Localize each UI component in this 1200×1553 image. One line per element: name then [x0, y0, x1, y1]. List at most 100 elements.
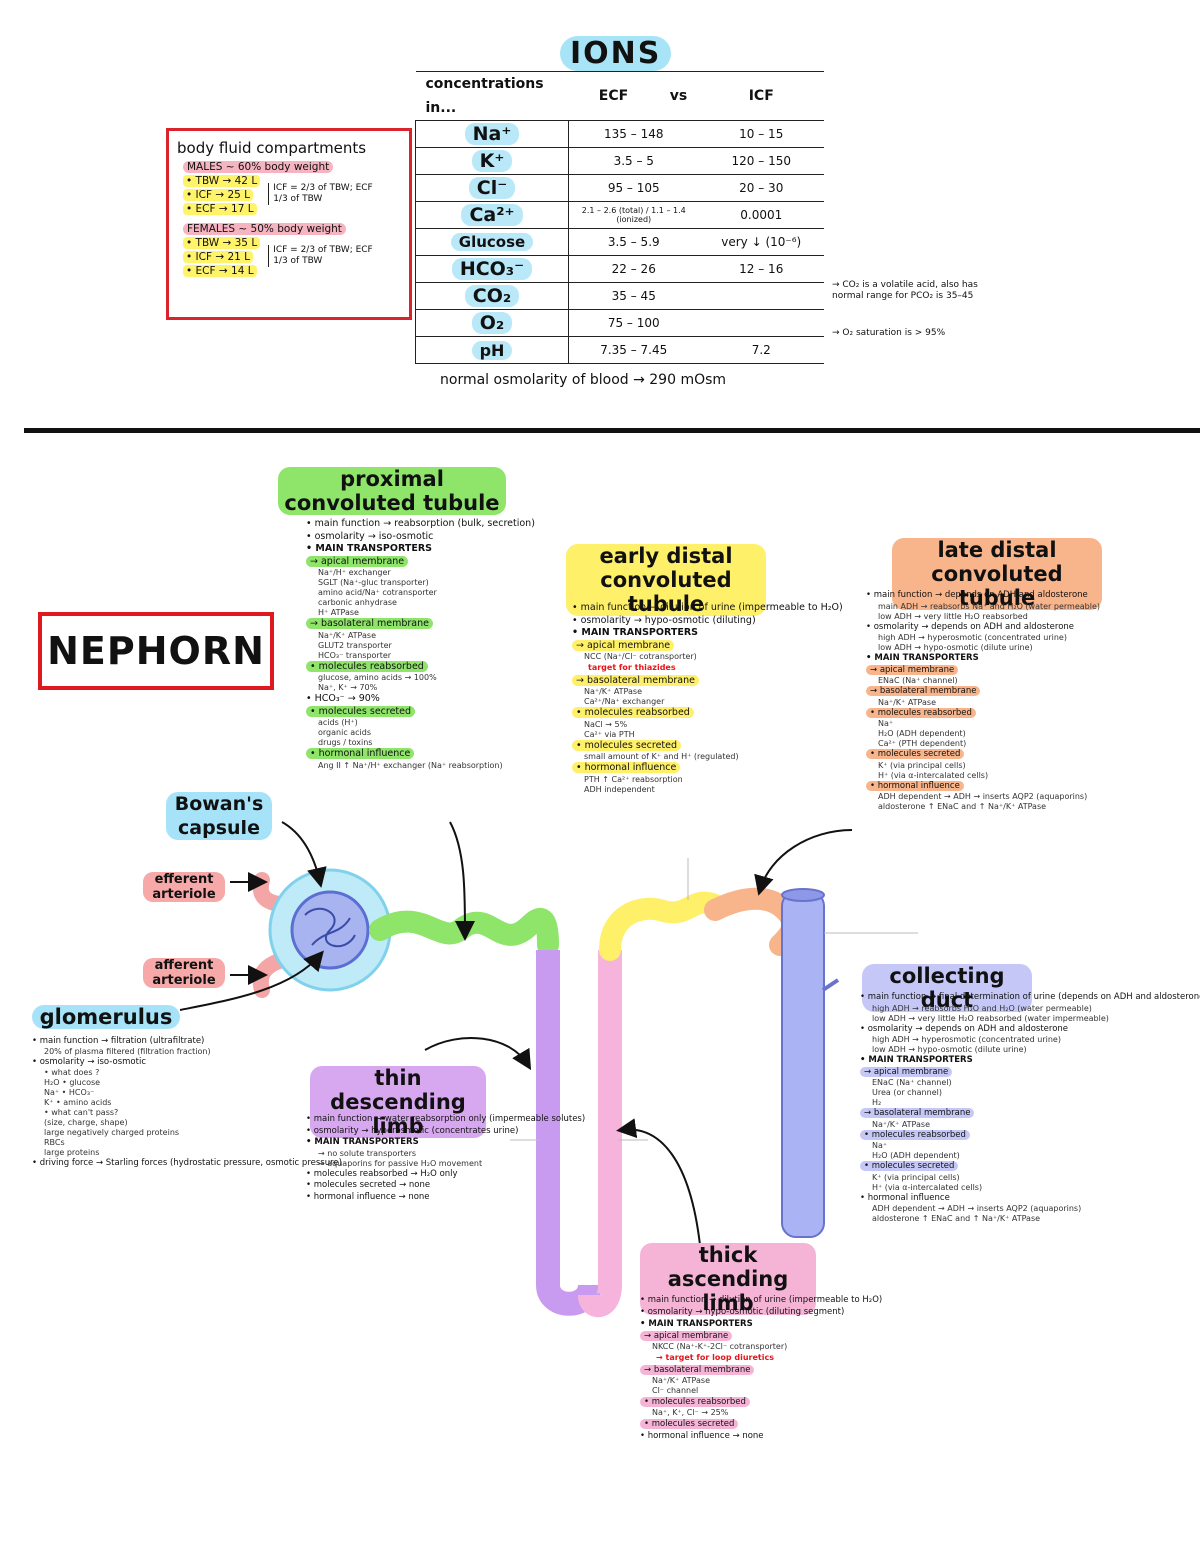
males-ecf: • ECF → 17 L — [183, 203, 257, 215]
note-line: low ADH → very little H₂O reabsorbed (wa… — [872, 1013, 1109, 1023]
body-fluid-box: body fluid compartments MALES ~ 60% body… — [166, 128, 412, 320]
note-line: K⁺ (via principal cells) — [872, 1172, 960, 1182]
note-line: high ADH → hyperosmotic (concentrated ur… — [878, 633, 1067, 642]
efferent-heading: efferent arteriole — [143, 872, 225, 902]
note-line: Na⁺/K⁺ ATPase — [318, 630, 377, 640]
ion-ecf: 22 – 26 — [568, 255, 699, 283]
note-line: • main function → final determination of… — [860, 992, 1200, 1002]
ion-ecf: 75 – 100 — [568, 309, 699, 337]
note-line: H₂O (ADH dependent) — [878, 729, 966, 738]
note-line: • molecules reabsorbed — [306, 660, 428, 672]
note-line: main ADH → reabsorbs Na⁺ and H₂O (water … — [878, 601, 1100, 611]
note-line: • main function → reabsorption (bulk, se… — [306, 518, 535, 529]
ion-name: K⁺ — [471, 150, 513, 172]
edct-shape — [599, 891, 726, 961]
ldct-notes: • main function → depends on ADH and ald… — [866, 590, 1100, 812]
osmolarity-note: normal osmolarity of blood → 290 mOsm — [440, 372, 727, 388]
note-line: small amount of K⁺ and H⁺ (regulated) — [584, 752, 739, 761]
glomerulus-heading: glomerulus — [32, 1005, 180, 1029]
body-fluid-title: body fluid compartments — [177, 139, 367, 157]
ion-icf: 12 – 16 — [698, 255, 824, 283]
note-line: • MAIN TRANSPORTERS — [860, 1055, 973, 1065]
note-line: • osmolarity → iso-osmotic — [32, 1057, 146, 1067]
note-line: → target for loop diuretics — [656, 1353, 774, 1362]
note-line: Cl⁻ channel — [652, 1386, 699, 1395]
edct-heading: early distal convoluted tubule — [566, 544, 766, 616]
note-line: ENaC (Na⁺ channel) — [872, 1078, 952, 1087]
note-line: • main function → dilution of urine (imp… — [640, 1295, 883, 1305]
note-line: large proteins — [44, 1148, 100, 1157]
note-line: • molecules reabsorbed — [640, 1397, 750, 1407]
ions-title: IONS — [560, 36, 672, 71]
note-line: • main function → depends on ADH and ald… — [866, 590, 1088, 600]
note-line: • MAIN TRANSPORTERS — [306, 543, 432, 554]
note-line: Na⁺ — [878, 719, 894, 728]
note-line: • molecules reabsorbed — [860, 1129, 970, 1140]
tal-shape — [578, 950, 622, 1318]
note-line: Urea (or channel) — [872, 1088, 942, 1097]
note-line: SGLT (Na⁺-gluc transporter) — [318, 578, 429, 587]
header-icf: ICF — [698, 71, 824, 121]
ion-name: Glucose — [450, 233, 534, 251]
edct-notes: • main function → dilution of urine (imp… — [572, 602, 843, 795]
header-concentrations: concentrations in... — [415, 71, 569, 121]
note-line: • hormonal influence — [306, 748, 415, 759]
note-line: • molecules secreted — [306, 705, 416, 717]
note-line: • what can't pass? — [44, 1108, 119, 1117]
tdl-notes: • main function → water reabsorption onl… — [306, 1114, 585, 1203]
ions-header-row: concentrations in... ECF vs ICF — [415, 71, 824, 121]
note-line: • hormonal influence → none — [640, 1431, 764, 1441]
note-line: Na⁺/K⁺ ATPase — [584, 687, 643, 696]
males-icf: • ICF → 25 L — [183, 189, 254, 201]
o2-note: → O₂ saturation is > 95% — [832, 328, 946, 338]
co2-note: → CO₂ is a volatile acid, also has norma… — [832, 280, 978, 301]
note-line: • osmolarity → hypo-osmotic (diluting se… — [640, 1307, 845, 1317]
note-line: K⁺ • amino acids — [44, 1098, 112, 1107]
note-line: H⁺ ATPase — [318, 608, 359, 617]
note-line: • MAIN TRANSPORTERS — [640, 1319, 753, 1329]
ion-name: HCO₃⁻ — [451, 258, 533, 280]
females-tbw: • TBW → 35 L — [183, 237, 261, 249]
note-line: HCO₃⁻ transporter — [318, 650, 392, 660]
males-tbw: • TBW → 42 L — [183, 175, 261, 187]
note-line: low ADH → very little H₂O reabsorbed — [878, 611, 1028, 621]
note-line: H₂ — [872, 1098, 882, 1107]
ion-name: Na⁺ — [464, 123, 520, 145]
note-line: acids (H⁺) — [318, 718, 358, 727]
cd-heading: collecting duct — [862, 964, 1032, 1012]
note-line: target for thiazides — [588, 663, 676, 672]
note-line: → apical membrane — [306, 555, 409, 567]
note-line: • osmolarity → depends on ADH and aldost… — [860, 1023, 1069, 1034]
tdl-heading: thin descending limb — [310, 1066, 486, 1138]
note-line: NaCl → 5% — [584, 719, 628, 729]
note-line: Na⁺, K⁺, Cl⁻ → 25% — [652, 1408, 729, 1417]
note-line: • molecules secreted — [860, 1161, 959, 1171]
note-line: drugs / toxins — [318, 738, 373, 747]
note-line: • what does ? — [44, 1068, 100, 1077]
note-line: → basolateral membrane — [866, 686, 981, 696]
note-line: GLUT2 transporter — [318, 640, 392, 650]
note-line: → basolateral membrane — [860, 1108, 975, 1118]
note-line: • molecules secreted — [866, 749, 965, 759]
ion-icf: 120 – 150 — [698, 147, 824, 175]
note-line: Na⁺/H⁺ exchanger — [318, 568, 391, 577]
note-line: low ADH → hypo-osmotic (dilute urine) — [878, 643, 1033, 652]
note-line: • main function → dilution of urine (imp… — [572, 602, 843, 613]
note-line: H⁺ (via α-intercalated cells) — [878, 770, 989, 780]
note-line: → basolateral membrane — [640, 1365, 755, 1375]
note-line: • molecules reabsorbed — [572, 707, 694, 718]
note-line: Ca²⁺/Na⁺ exchanger — [584, 697, 665, 706]
note-line: aldosterone ↑ ENaC and ↑ Na⁺/K⁺ ATPase — [872, 1214, 1041, 1223]
note-line: PTH ↑ Ca²⁺ reabsorption — [584, 774, 683, 784]
pct-shape — [369, 908, 559, 956]
note-line: → apical membrane — [860, 1066, 953, 1077]
note-line: → apical membrane — [640, 1331, 733, 1341]
ion-name: Cl⁻ — [468, 177, 516, 199]
note-line: Ca²⁺ (PTH dependent) — [878, 739, 967, 748]
note-line: • MAIN TRANSPORTERS — [866, 653, 979, 663]
note-line: • hormonal influence — [860, 1192, 950, 1203]
note-line: • molecules secreted → none — [306, 1180, 431, 1190]
